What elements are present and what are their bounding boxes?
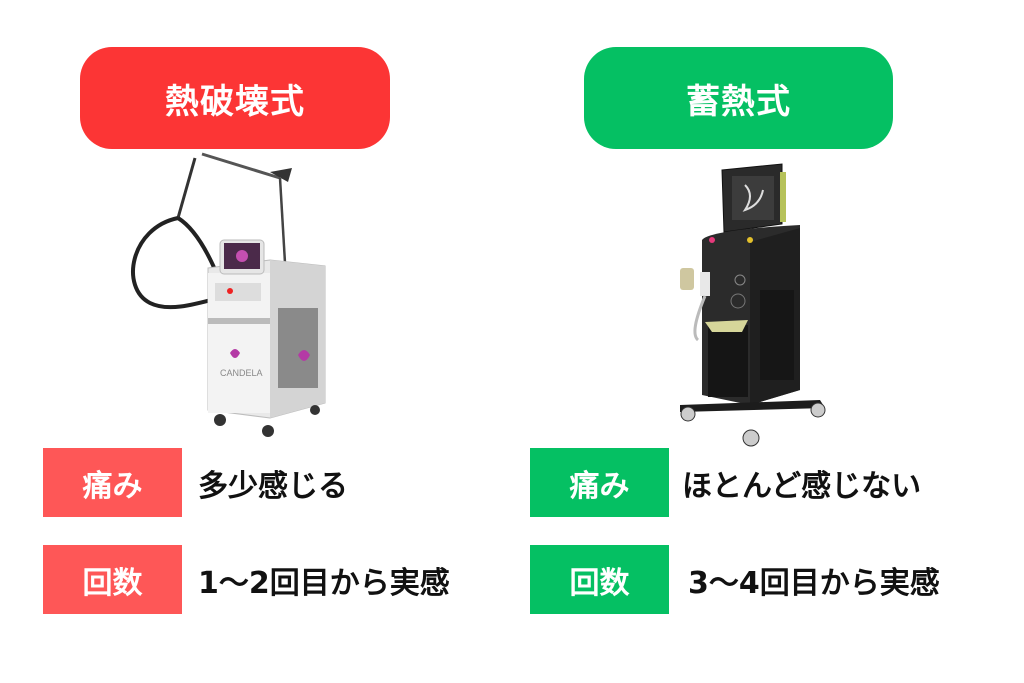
pain-label: 痛み: [43, 448, 182, 517]
sessions-label: 回数: [43, 545, 182, 614]
pain-label: 痛み: [530, 448, 669, 517]
diode-laser-device-image: [680, 163, 826, 447]
pain-value: 多少感じる: [198, 468, 348, 504]
heat-storage-title: 蓄熱式: [584, 47, 893, 149]
sessions-value: 1〜2回目から実感: [198, 565, 450, 601]
pain-value: ほとんど感じない: [682, 468, 922, 504]
heat-destruction-title: 熱破壊式: [80, 47, 390, 149]
sessions-label: 回数: [530, 545, 669, 614]
sessions-value: 3〜4回目から実感: [688, 565, 940, 601]
candela-device-image: CANDELA: [131, 152, 326, 437]
svg-text:CANDELA: CANDELA: [220, 368, 263, 378]
